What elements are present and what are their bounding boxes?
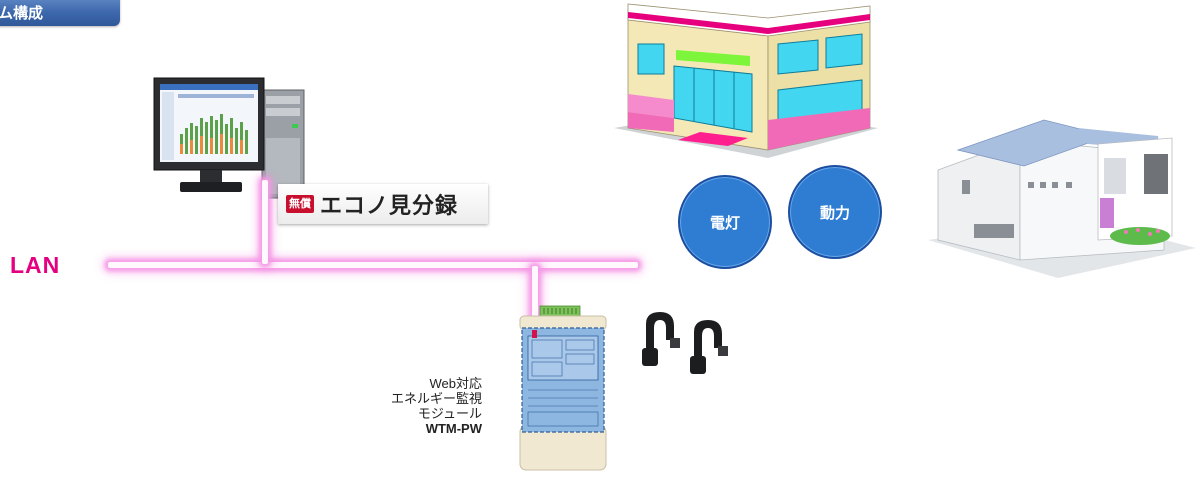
software-name: エコノ見分録 (320, 194, 459, 219)
lighting-circle: 電灯 (678, 175, 772, 269)
module-line-module: モジュール (417, 406, 482, 421)
section-title: ム構成 (0, 3, 44, 22)
module-line-energy: エネルギー監視 (390, 391, 482, 406)
store-illustration (614, 3, 878, 158)
lan-line-pc-drop (262, 180, 268, 264)
free-badge: 無償 (286, 195, 314, 213)
computer-illustration (153, 77, 305, 199)
section-header-tab: ム構成 (0, 0, 120, 26)
lighting-label: 電灯 (709, 213, 740, 232)
power-circle: 動力 (788, 165, 882, 259)
power-label: 動力 (819, 203, 850, 222)
module-model-name: WTM-PW (425, 421, 482, 436)
lan-line-module-drop (532, 266, 538, 326)
module-description: Web対応 エネルギー監視 モジュール WTM-PW (330, 376, 482, 436)
lan-line-horizontal (108, 262, 638, 268)
module-device-illustration (519, 305, 607, 471)
software-label: 無償 エコノ見分録 (278, 184, 488, 224)
module-line-web: Web対応 (429, 376, 483, 391)
lan-label: LAN (10, 252, 61, 278)
ct-clamp-1 (642, 312, 680, 366)
ct-clamp-2 (690, 320, 728, 374)
ct-clamp-sensors-illustration (642, 312, 728, 374)
house-illustration (928, 119, 1196, 278)
